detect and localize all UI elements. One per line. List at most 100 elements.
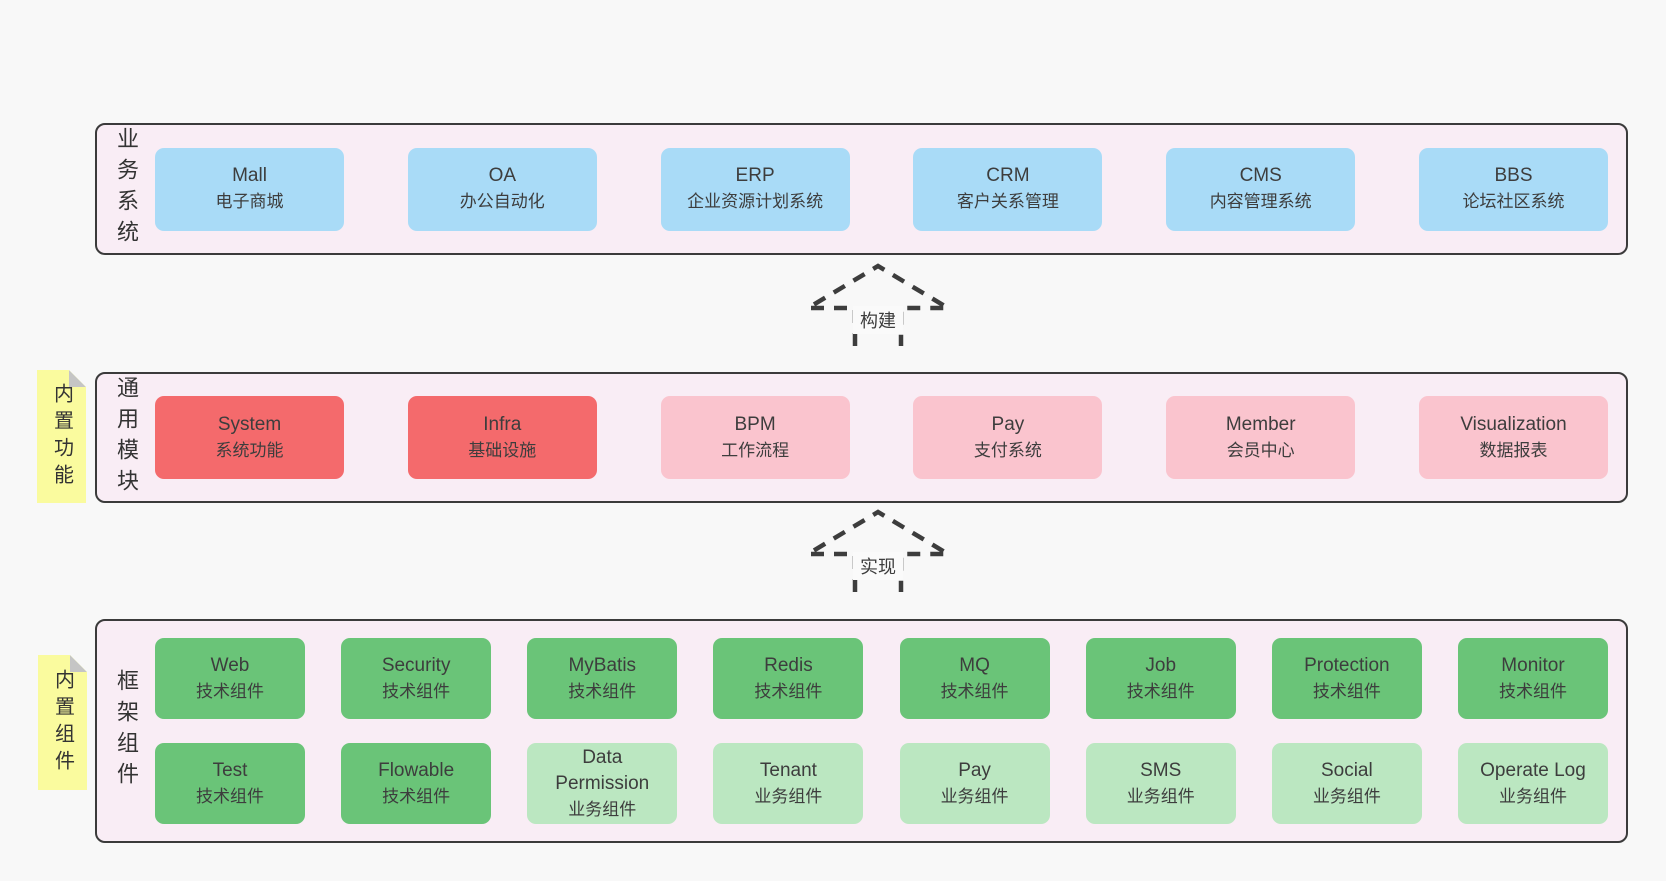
box-subtitle: 办公自动化 (459, 192, 545, 211)
box-title: MyBatis (568, 654, 637, 676)
box-monitor: Monitor 技术组件 (1457, 638, 1608, 719)
arrow-implement: 实现 (799, 508, 957, 592)
box-title: Member (1225, 413, 1296, 435)
box-subtitle: 业务组件 (754, 786, 823, 806)
box-oa: OA 办公自动化 (407, 147, 597, 231)
box-mybatis: MyBatis 技术组件 (527, 638, 678, 719)
box-title: Tenant (759, 759, 817, 781)
box-title: Protection (1304, 654, 1390, 676)
box-subtitle: 技术组件 (754, 681, 823, 701)
layer-common-modules: 通用模块 System 系统功能 Infra 基础设施 BPM 工作流程 Pay… (95, 372, 1628, 503)
box-title: SMS (1140, 759, 1182, 781)
box-title: Flowable (378, 759, 455, 781)
box-title: CRM (986, 165, 1030, 186)
box-subtitle: 技术组件 (568, 681, 637, 701)
arrow-label-implement: 实现 (853, 552, 903, 580)
box-bpm: BPM 工作流程 (660, 396, 850, 479)
box-social: Social 业务组件 (1271, 743, 1422, 824)
box-system: System 系统功能 (155, 396, 344, 479)
layer-label-business: 业务系统 (97, 125, 155, 253)
box-title: Test (212, 759, 248, 781)
sticky-note-builtin-components: 内置组件 (38, 655, 87, 790)
box-subtitle: 基础设施 (468, 440, 537, 460)
box-title: Mall (232, 165, 267, 186)
sticky-note-builtin-features: 内置功能 (37, 370, 86, 503)
box-infra: Infra 基础设施 (407, 396, 597, 479)
fold-corner-icon (69, 370, 86, 387)
box-crm: CRM 客户关系管理 (913, 147, 1103, 231)
box-data-permission: Data Permission 业务组件 (527, 743, 678, 824)
box-title: Monitor (1501, 654, 1565, 676)
box-bbs: BBS 论坛社区系统 (1418, 147, 1608, 231)
box-subtitle: 业务组件 (568, 799, 637, 819)
box-title: Pay (991, 413, 1025, 435)
box-subtitle: 业务组件 (1126, 786, 1195, 806)
box-subtitle: 会员中心 (1226, 440, 1295, 460)
box-subtitle: 电子商城 (215, 192, 284, 211)
sticky-label: 内置功能 (50, 382, 73, 491)
box-title: Redis (764, 654, 813, 676)
arrow-label-build: 构建 (853, 306, 903, 334)
box-sms: SMS 业务组件 (1085, 743, 1236, 824)
box-title: BPM (734, 413, 776, 435)
module-boxes: System 系统功能 Infra 基础设施 BPM 工作流程 Pay 支付系统… (155, 374, 1626, 501)
box-title: OA (488, 165, 517, 186)
box-subtitle: 业务组件 (940, 786, 1009, 806)
box-security: Security 技术组件 (341, 638, 492, 719)
box-title: Pay (958, 759, 991, 781)
box-subtitle: 技术组件 (940, 681, 1009, 701)
box-job: Job 技术组件 (1085, 638, 1236, 719)
component-rows: Web 技术组件 Security 技术组件 MyBatis 技术组件 Redi… (155, 621, 1626, 841)
box-subtitle: 技术组件 (1312, 681, 1381, 701)
box-subtitle: 企业资源计划系统 (687, 192, 824, 211)
box-title: ERP (735, 165, 775, 186)
layer-label-modules: 通用模块 (97, 374, 155, 501)
box-title: Operate Log (1480, 759, 1586, 781)
box-redis: Redis 技术组件 (713, 638, 864, 719)
box-erp: ERP 企业资源计划系统 (660, 147, 850, 231)
box-subtitle: 内容管理系统 (1209, 192, 1312, 211)
box-pay-component: Pay 业务组件 (899, 743, 1050, 824)
box-title: MQ (959, 654, 990, 676)
box-tenant: Tenant 业务组件 (713, 743, 864, 824)
box-subtitle: 技术组件 (1498, 681, 1567, 701)
box-mq: MQ 技术组件 (899, 638, 1050, 719)
box-subtitle: 工作流程 (721, 440, 790, 460)
box-subtitle: 客户关系管理 (956, 192, 1059, 211)
component-row-1: Web 技术组件 Security 技术组件 MyBatis 技术组件 Redi… (155, 638, 1608, 719)
arrow-up-icon (799, 509, 957, 592)
box-subtitle: 业务组件 (1312, 786, 1381, 806)
box-member: Member 会员中心 (1166, 396, 1356, 479)
box-title: Social (1320, 759, 1373, 781)
box-title: Web (210, 654, 250, 676)
box-title: Visualization (1460, 413, 1567, 435)
box-title: CMS (1239, 165, 1282, 186)
box-subtitle: 数据报表 (1479, 440, 1548, 460)
layer-framework-components: 框架组件 Web 技术组件 Security 技术组件 MyBatis 技术组件… (95, 619, 1628, 843)
box-protection: Protection 技术组件 (1271, 638, 1422, 719)
box-subtitle: 系统功能 (215, 440, 284, 460)
business-boxes: Mall 电子商城 OA 办公自动化 ERP 企业资源计划系统 CRM 客户关系… (155, 125, 1626, 253)
box-pay-module: Pay 支付系统 (913, 396, 1103, 479)
box-mall: Mall 电子商城 (155, 147, 344, 231)
box-title: BBS (1494, 165, 1533, 186)
box-subtitle: 技术组件 (1126, 681, 1195, 701)
box-subtitle: 技术组件 (382, 786, 451, 806)
box-title: Infra (483, 413, 522, 435)
box-subtitle: 支付系统 (973, 440, 1042, 460)
box-subtitle: 论坛社区系统 (1462, 192, 1565, 211)
component-row-2: Test 技术组件 Flowable 技术组件 Data Permission … (155, 743, 1608, 824)
box-subtitle: 技术组件 (196, 786, 264, 806)
box-subtitle: 业务组件 (1498, 786, 1567, 806)
box-visualization: Visualization 数据报表 (1418, 396, 1608, 479)
arrow-up-icon (799, 263, 957, 346)
sticky-label: 内置组件 (51, 668, 74, 777)
box-cms: CMS 内容管理系统 (1166, 147, 1356, 231)
fold-corner-icon (70, 655, 87, 672)
box-operate-log: Operate Log 业务组件 (1457, 743, 1608, 824)
arrow-build: 构建 (799, 262, 957, 346)
layer-label-text: 业务系统 (114, 127, 139, 251)
box-subtitle: 技术组件 (196, 681, 264, 701)
box-web: Web 技术组件 (155, 638, 305, 719)
layer-label-text: 通用模块 (114, 375, 139, 500)
